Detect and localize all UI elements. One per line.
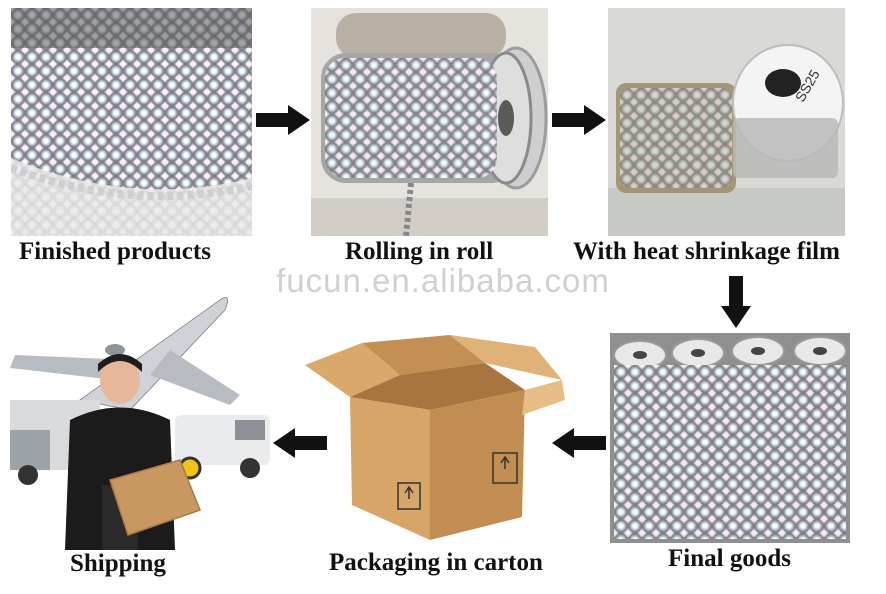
- arrow-left-icon: [552, 428, 606, 458]
- heat-shrinkage-film-photo: SS25: [608, 8, 845, 236]
- finished-products-photo: [11, 8, 252, 236]
- step-label-shipping: Shipping: [70, 550, 166, 577]
- watermark-text: fucun.en.alibaba.com: [276, 262, 610, 299]
- shipping-illustration: [10, 280, 272, 550]
- step-label-packaging-in-carton: Packaging in carton: [329, 549, 543, 576]
- step-label-heat-shrinkage-film: With heat shrinkage film: [573, 238, 840, 265]
- final-goods-photo: [610, 333, 850, 543]
- arrow-right-icon: [552, 105, 606, 135]
- step-label-rolling-in-roll: Rolling in roll: [345, 238, 494, 265]
- arrow-left-icon: [273, 428, 327, 458]
- step-label-final-goods: Final goods: [668, 545, 791, 572]
- carton-box-illustration: [300, 335, 570, 545]
- rolling-in-roll-photo: [311, 8, 548, 236]
- arrow-right-icon: [256, 105, 310, 135]
- van-icon: [175, 415, 270, 480]
- step-label-finished-products: Finished products: [19, 238, 211, 265]
- arrow-down-icon: [721, 276, 751, 328]
